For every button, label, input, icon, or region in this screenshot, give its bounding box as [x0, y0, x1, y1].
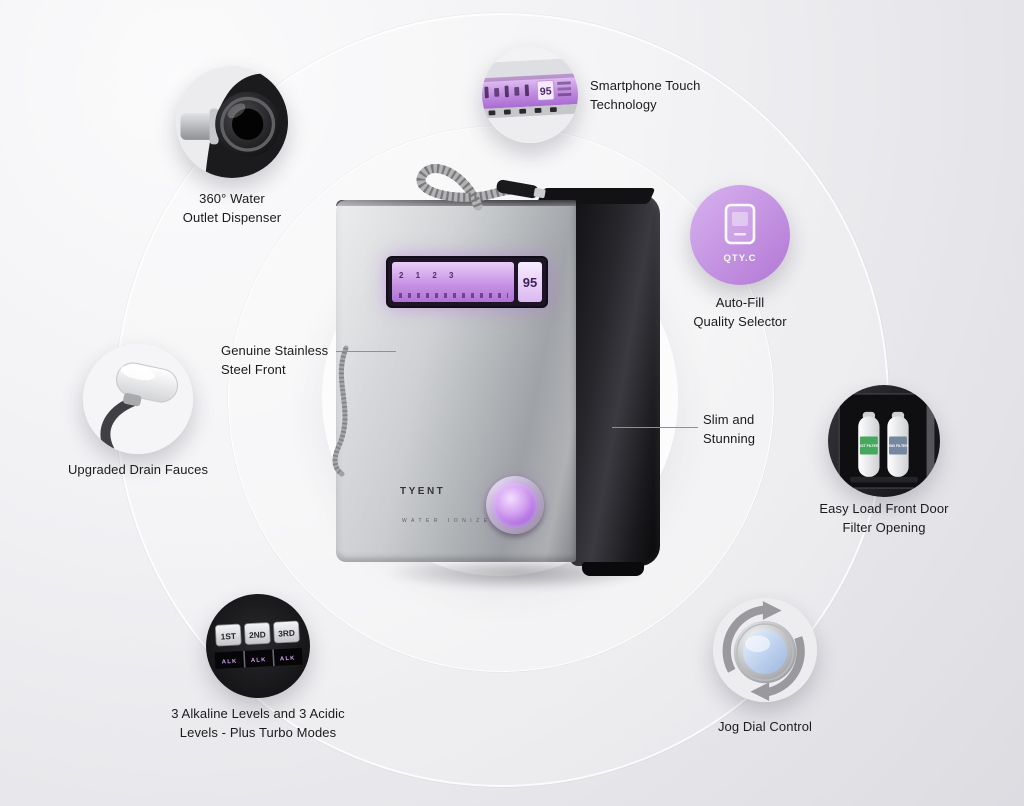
device-foot: [582, 562, 644, 576]
jog-dial-glow: [493, 483, 537, 527]
autofill-icon-text: QTY.C: [724, 253, 757, 264]
smartphone-touch-label: Smartphone Touch Technology: [590, 78, 701, 112]
jog-dial-label: Jog Dial Control: [717, 719, 813, 734]
jog-dial-photo: [713, 598, 817, 702]
filter-door-art: 1ST FILTER 2ND FILTER: [828, 385, 940, 497]
rotation-arrows: [722, 601, 805, 701]
smartphone-lcd-value: 95: [540, 85, 552, 98]
filter-cartridge-2: 2ND FILTER: [887, 411, 909, 477]
drain-faucet-photo: [83, 344, 193, 454]
alk-label-3: ALK: [280, 656, 296, 663]
lcd-value-readout: 95: [518, 262, 542, 302]
alk-label-2: ALK: [251, 657, 267, 664]
level-2-label: 2ND: [249, 629, 266, 640]
water-outlet-art: [176, 66, 288, 178]
filter-cartridge-1: 1ST FILTER: [858, 411, 880, 477]
water-outlet-photo: [176, 66, 288, 178]
filter-1-label: 1ST FILTER: [859, 444, 879, 448]
device-front-panel: 2 1 2 3 95 TYENT WATER IONIZER: [336, 200, 576, 562]
device-lcd-display: 2 1 2 3 95: [386, 256, 548, 308]
stainless-connector-line: [336, 351, 396, 352]
water-outlet-label: 360° Water Outlet Dispenser: [182, 191, 282, 225]
lcd-sequence-text: 2 1 2 3: [399, 271, 459, 280]
alkaline-levels-art: 1ST 2ND 3RD ALK ALK ALK: [206, 594, 310, 698]
filter-2-label: 2ND FILTER: [888, 444, 908, 448]
alk-label-1: ALK: [222, 659, 238, 666]
filter-door-label: Easy Load Front Door Filter Opening: [819, 501, 949, 535]
autofill-label: Auto-Fill Quality Selector: [693, 295, 787, 329]
water-ionizer-device: 2 1 2 3 95 TYENT WATER IONIZER: [330, 148, 675, 583]
smartphone-touch-art: 95: [482, 47, 578, 143]
filter-door-photo: 1ST FILTER 2ND FILTER: [828, 385, 940, 497]
drain-faucet-art: [83, 344, 193, 454]
alkaline-levels-photo: 1ST 2ND 3RD ALK ALK ALK: [206, 594, 310, 698]
level-1-label: 1ST: [220, 631, 236, 642]
smartphone-touch-photo: 95: [482, 47, 578, 143]
drain-faucet-label: Upgraded Drain Fauces: [67, 462, 209, 477]
brand-subtitle: WATER IONIZER: [402, 518, 500, 524]
stainless-label: Genuine Stainless Steel Front: [221, 343, 329, 377]
jog-dial-art: [713, 598, 817, 702]
autofill-photo: QTY.C: [690, 185, 790, 285]
alkaline-levels-label: 3 Alkaline Levels and 3 Acidic Levels - …: [171, 706, 345, 740]
device-side-panel: [570, 194, 660, 566]
brand-logo: TYENT: [400, 486, 446, 497]
slim-label: Slim and Stunning: [703, 412, 756, 446]
autofill-art: QTY.C: [690, 185, 790, 285]
lcd-screen: 2 1 2 3: [392, 262, 514, 302]
level-3-label: 3RD: [278, 628, 295, 639]
slim-connector-line: [612, 427, 698, 428]
jog-dial-button: [486, 476, 544, 534]
